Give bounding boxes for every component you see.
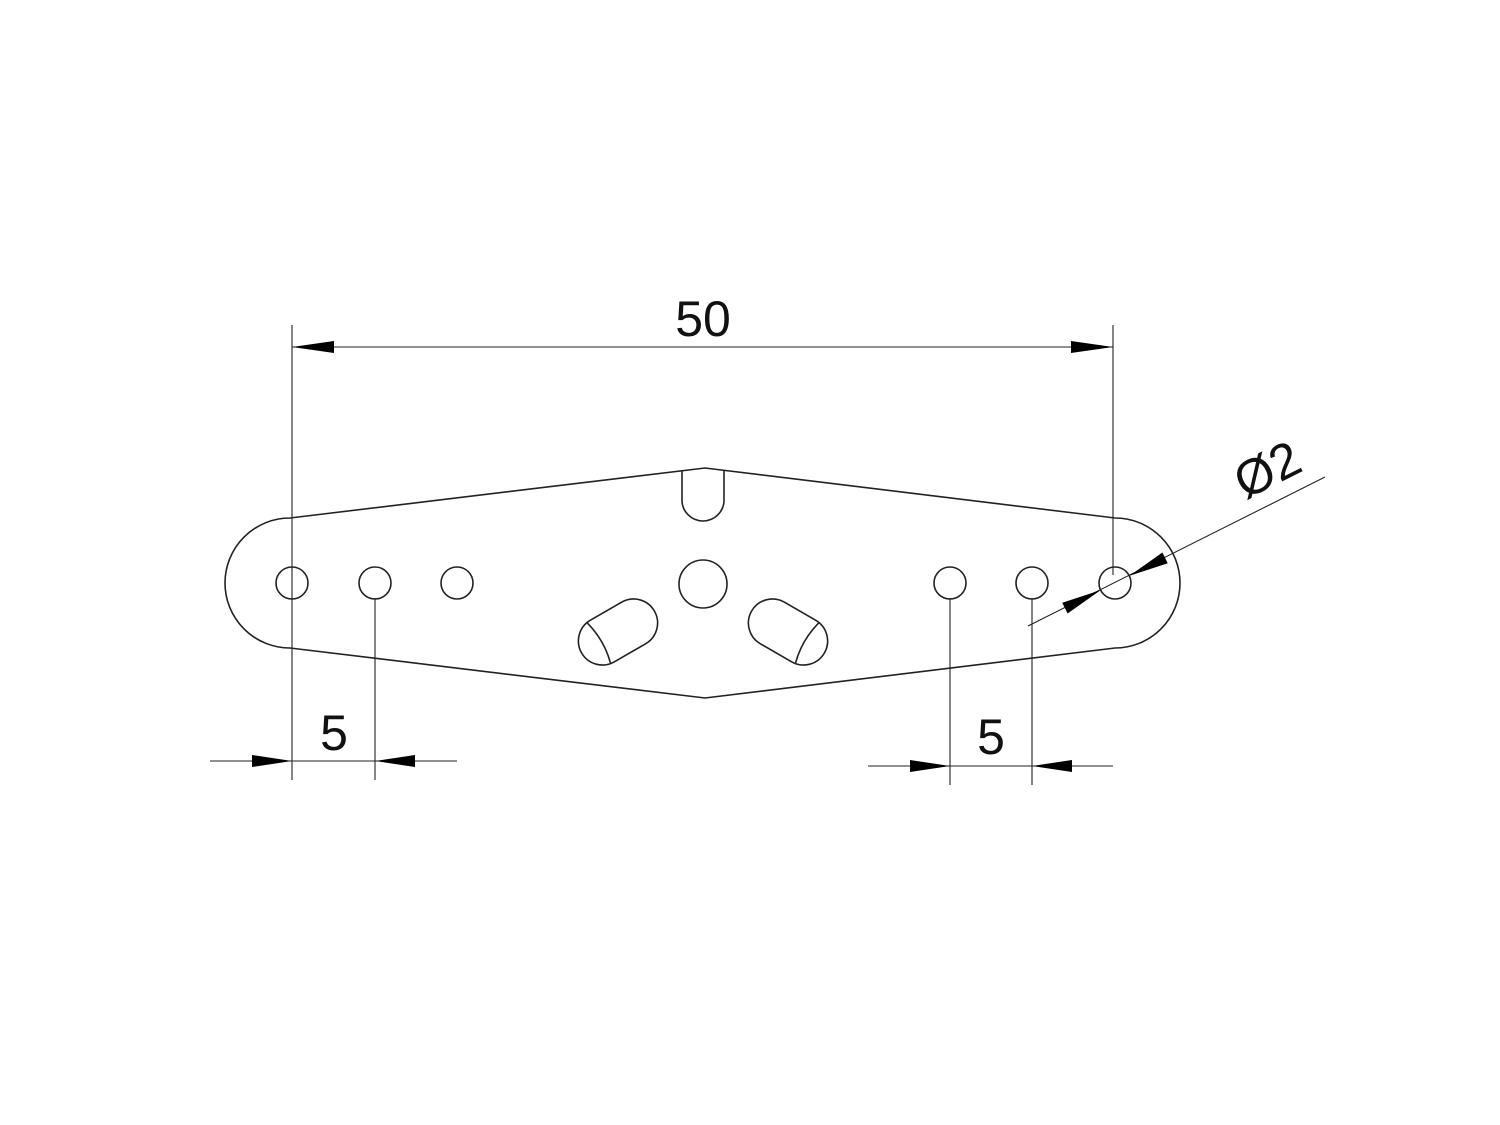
dimension-label-overall: 50	[675, 291, 731, 347]
holes	[275, 559, 1132, 609]
hole	[1098, 566, 1132, 600]
center-hole	[678, 559, 728, 609]
dimension-label-right: 5	[977, 709, 1005, 765]
dimension-left-spacing: 5	[210, 598, 457, 780]
hole	[440, 566, 474, 600]
hole	[933, 566, 967, 600]
top-slot	[681, 470, 725, 522]
hole	[1015, 566, 1049, 600]
dimension-right-spacing: 5	[868, 598, 1113, 785]
dimension-overall: 50	[291, 291, 1114, 598]
left-slot	[577, 598, 659, 666]
dimension-label-diameter: Ø2	[1225, 430, 1310, 510]
part-outline	[224, 467, 1181, 699]
dimension-diameter: Ø2	[1027, 430, 1326, 627]
hole	[358, 566, 392, 600]
dimension-label-left: 5	[320, 705, 348, 761]
right-slot	[747, 598, 829, 666]
